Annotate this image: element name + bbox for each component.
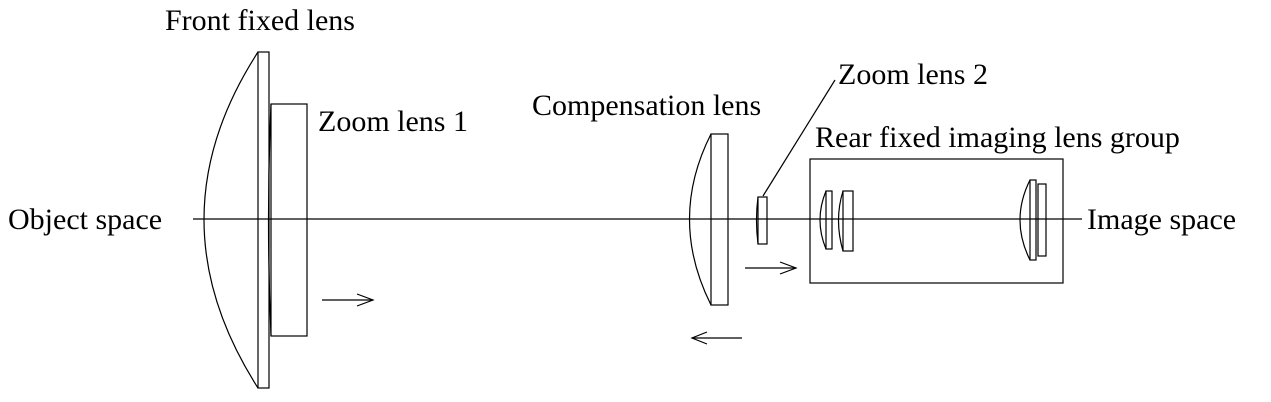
front-fixed-lens-label: Front fixed lens [165, 4, 355, 37]
rear-fixed-group-label: Rear fixed imaging lens group [815, 121, 1180, 154]
object-space-label: Object space [8, 203, 162, 236]
front-fixed-lens [203, 51, 270, 389]
image-space-label: Image space [1087, 203, 1236, 236]
arrow-right-icon [745, 261, 798, 275]
zoom-lens-1-label: Zoom lens 1 [318, 105, 468, 138]
zoom-lens-2 [755, 196, 768, 245]
zoom-lens-2-leader [762, 79, 836, 197]
arrow-left-icon [690, 331, 742, 345]
compensation-lens-label: Compensation lens [532, 89, 761, 122]
zoom-lens-1 [267, 103, 308, 337]
arrow-right-icon [322, 293, 375, 307]
rear-fixed-group [809, 158, 1064, 284]
zoom-lens-2-label: Zoom lens 2 [838, 58, 988, 91]
compensation-lens [688, 133, 729, 306]
